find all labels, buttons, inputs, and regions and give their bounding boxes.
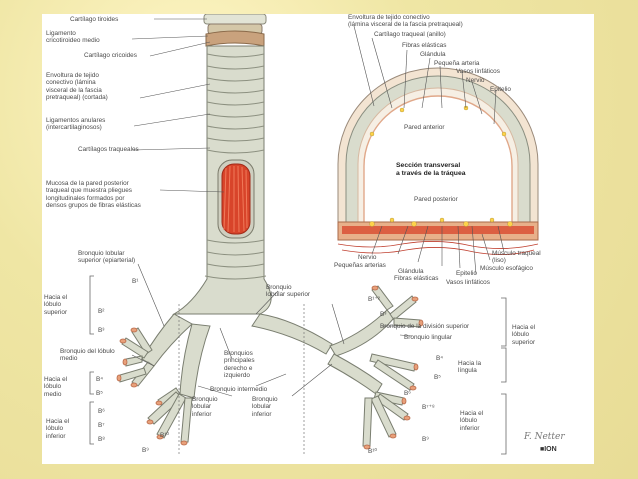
label-musculo-traqueal: Músculo traqueal (liso) [492,250,541,265]
cross-section-diagram [337,67,539,255]
label-r-b10: B¹⁰ [368,448,377,455]
label-ligamento-cricotiroideo: Ligamento cricotiroideo medio [46,30,100,45]
publisher-logo: ■ION [540,446,557,453]
label-hacia-lobulo-superior-der: Hacia el lóbulo superior [512,324,536,346]
label-bronquio-lobular-superior-izq: Bronquio lobular superior (epiarterial) [78,250,136,265]
label-cartilago-tiroides: Cartílago tiroides [70,16,119,23]
label-r-b4: B⁴ [436,355,444,362]
cross-section-leader-lines [353,25,505,275]
label-bronquio-lobular-inferior-der: Bronquio lobular inferior [252,396,278,418]
label-hacia-lobulo-inferior-der: Hacia el lóbulo inferior [460,410,484,432]
label-seccion-transversal: Sección transversal a través de la tráqu… [396,162,466,177]
lobe-brackets [89,275,507,455]
main-bronchi [141,309,395,399]
label-b10: B¹⁰ [160,432,169,439]
label-musculo-esofagico: Músculo esofágico [480,265,533,272]
label-bronquio-lobular-superior-der: Bronquio lobular superior [266,284,311,299]
larynx-cartilages [203,14,267,47]
label-b1: B¹ [132,278,139,285]
label-r-b6: B⁶ [404,390,411,397]
label-b3: B³ [98,327,105,334]
label-hacia-lobulo-medio: Hacia el lóbulo medio [44,376,68,398]
label-epitelio-top: Epitelio [490,86,511,93]
label-bronquio-intermedio: Bronquio intermedio [210,386,268,393]
label-b6: B⁶ [98,408,105,415]
label-nervio-bottom: Nervio [358,254,377,261]
label-r-b9: B⁹ [422,436,429,443]
bronchial-openings [116,285,424,450]
label-fibras-elasticas-top: Fibras elásticas [402,42,447,49]
posterior-wall-mucosa [217,159,255,239]
label-r-b5: B⁵ [434,374,441,381]
label-b8: B⁸ [98,436,105,443]
label-bronquio-division-superior: Bronquio de la división superior [380,323,470,330]
trachea-bronchi-illustration [89,14,539,455]
illustration-panel: Cartílago tiroides Ligamento cricotiroid… [42,14,594,464]
label-glandula-top: Glándula [420,51,446,58]
label-ligamentos-anulares: Ligamentos anulares (intercartilaginosos… [46,117,106,132]
label-bronquio-lingular: Bronquio lingular [404,334,452,341]
label-mucosa: Mucosa de la pared posterior traqueal qu… [46,180,141,210]
label-r-b3: B³ [380,311,387,318]
label-pequenas-arterias: Pequeñas arterias [334,262,386,269]
label-b2: B² [98,308,105,315]
label-cartilagos-traqueales: Cartílagos traqueales [78,146,139,153]
label-b7: B⁷ [98,422,105,429]
label-b4: B⁴ [96,376,104,383]
label-r-b1-2: B¹⁺² [368,296,380,303]
label-r-b7-8: B⁷⁺⁸ [422,404,435,411]
label-envoltura-derecha: Envoltura de tejido conectivo (lámina vi… [348,14,463,29]
label-pared-anterior: Pared anterior [404,124,445,131]
label-glandula-bottom: Glándula [398,268,424,275]
label-bronquio-lobular-inferior-izq: Bronquio lobular inferior [192,396,218,418]
label-hacia-lingula: Hacia la língula [458,360,482,375]
label-epitelio-bottom: Epitelio [456,270,477,277]
label-bronquios-principales: Bronquios principales derecho e izquierd… [224,350,255,380]
label-hacia-lobulo-superior: Hacia el lóbulo superior [44,294,68,316]
label-nervio-top: Nervio [466,77,485,84]
label-envoltura-izquierda: Envoltura de tejido conectivo (lámina vi… [46,72,108,102]
label-cartilago-traqueal-anillo: Cartílago traqueal (anillo) [374,31,446,38]
label-vasos-linfaticos-bottom: Vasos linfáticos [446,279,490,286]
label-hacia-lobulo-inferior-izq: Hacia el lóbulo inferior [46,418,70,440]
label-vasos-linfaticos-top: Vasos linfáticos [456,68,500,75]
right-segmental-bronchi [362,285,421,447]
tracheal-rings [204,53,267,280]
label-pared-posterior: Pared posterior [414,196,458,203]
leader-lines [131,18,414,397]
label-b5: B⁵ [96,390,103,397]
label-b9: B⁹ [142,447,149,454]
label-pequena-arteria-top: Pequeña arteria [434,60,480,67]
label-fibras-elasticas-bottom: Fibras elásticas [394,275,439,282]
label-cartilago-cricoides: Cartílago cricoides [84,52,137,59]
label-bronquio-lobulo-medio: Bronquio del lóbulo medio [60,348,115,363]
midline-dashes [178,304,305,454]
artist-signature: F. Netter [524,432,565,442]
